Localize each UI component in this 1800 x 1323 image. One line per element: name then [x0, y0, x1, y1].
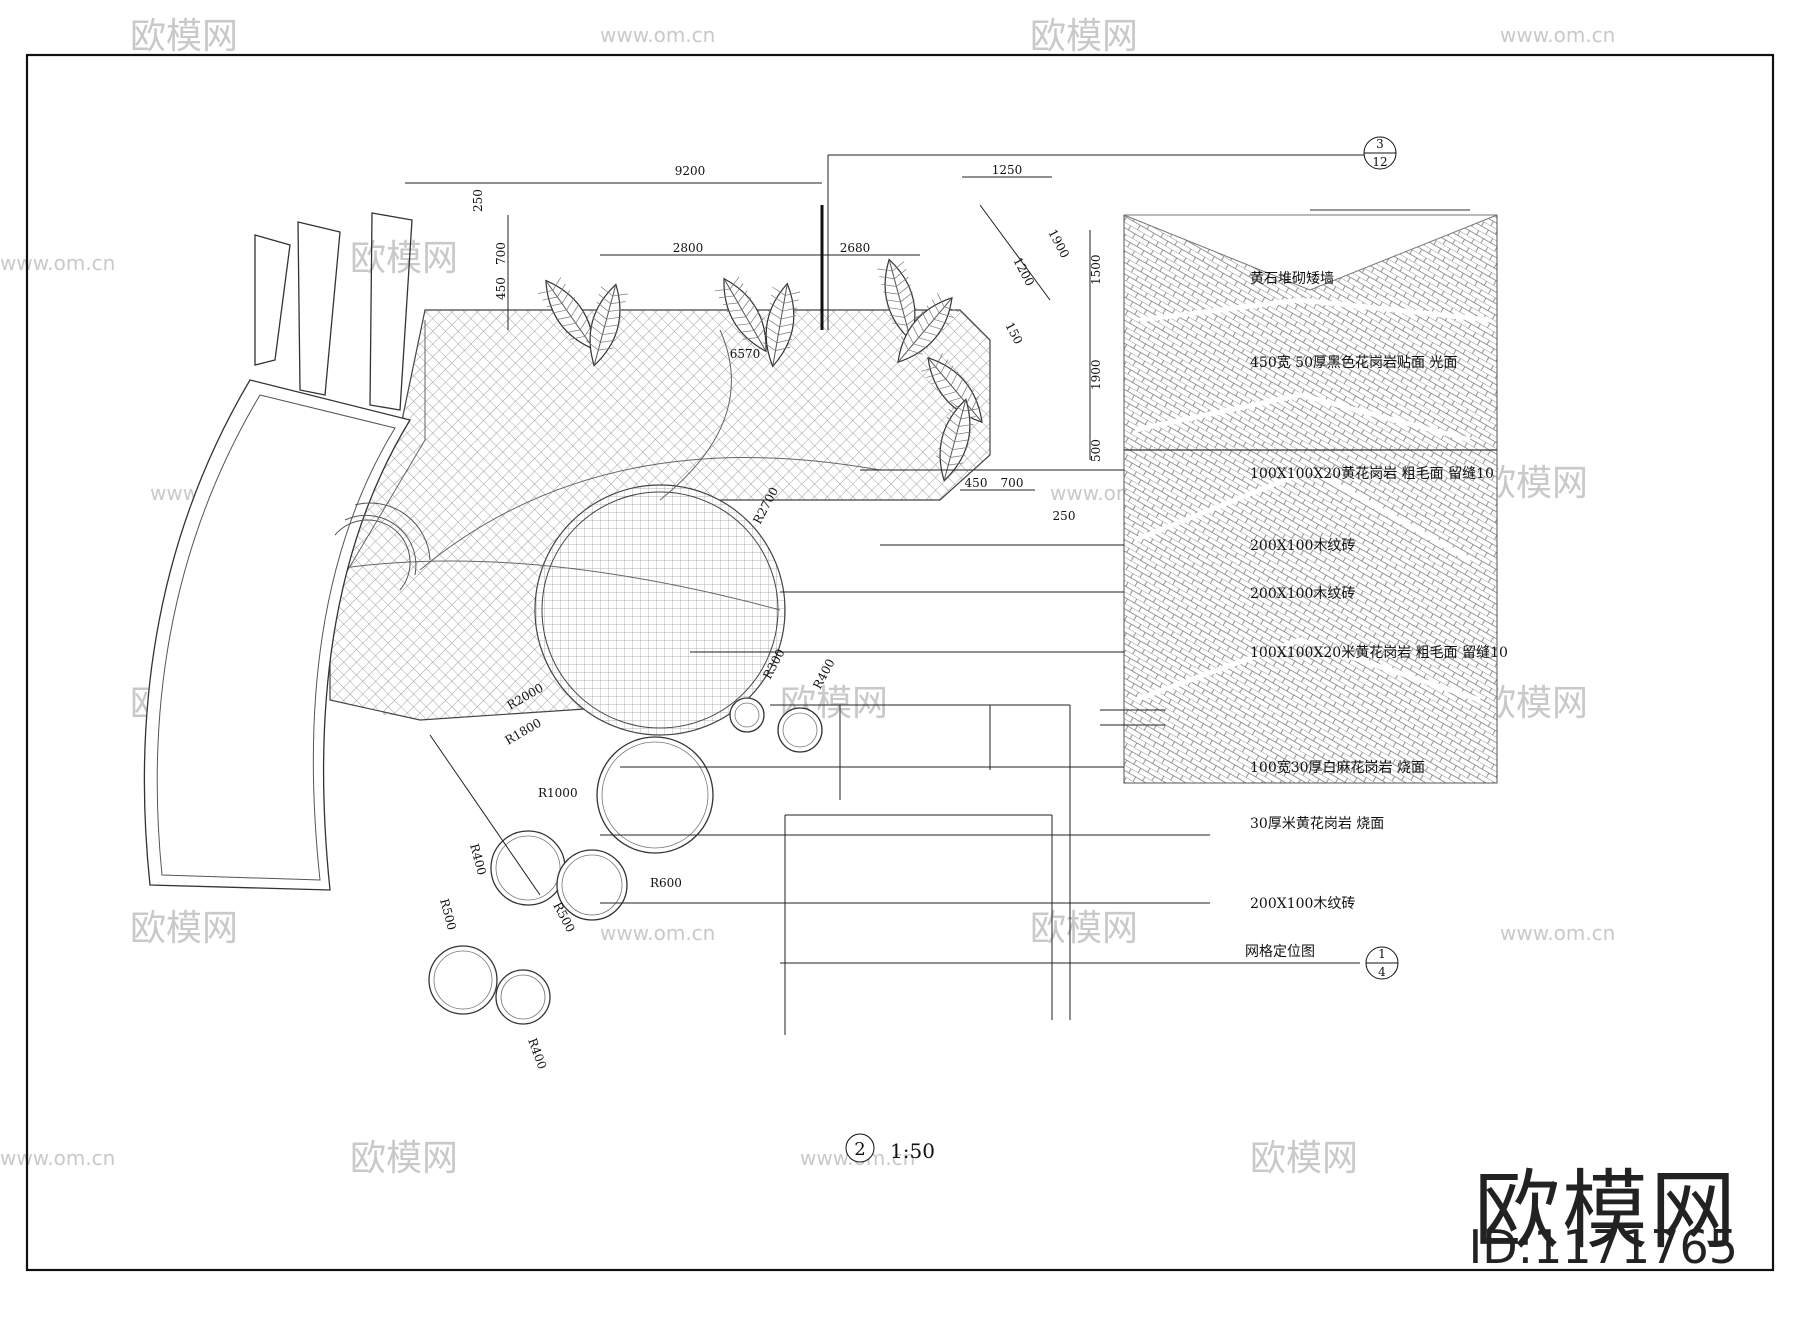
stepping-circle-inner: [601, 741, 709, 849]
dim-1250: 1250: [992, 163, 1023, 177]
watermark-url: www.om.cn: [600, 921, 715, 945]
dim-1900: 1900: [1089, 359, 1103, 390]
dim-700: 700: [1001, 476, 1024, 490]
stepping-circle-inner: [561, 854, 623, 916]
view-number: 2: [854, 1139, 865, 1160]
radius-1000: R1000: [538, 786, 578, 800]
callout-top: 3 12: [1363, 136, 1397, 170]
watermark-logo: 欧模网: [1250, 1138, 1358, 1179]
stepping-circle: [490, 830, 566, 906]
dim-1200: 1200: [1010, 255, 1037, 289]
radius-400-c: R400: [525, 1036, 549, 1071]
leaf-shape: [762, 282, 801, 368]
hatched-wall-column: [1123, 209, 1498, 784]
dim-250-top: 250: [471, 189, 485, 212]
stepping-circle: [777, 707, 823, 753]
callout-bottom: 1 4: [1365, 946, 1399, 980]
dim-450-left: 450: [494, 277, 508, 300]
callout-bottom-sheet: 4: [1378, 965, 1386, 979]
leaf-shape: [897, 293, 959, 364]
dim-6570: 6570: [730, 347, 761, 361]
watermark-logo: 欧模网: [130, 16, 238, 57]
planter-boxes: [254, 212, 413, 411]
annotation-6: 100X100X20米黄花岗岩 粗毛面 留缝10: [1250, 644, 1508, 661]
watermark-logo: 欧模网: [1030, 908, 1138, 949]
annotation-10: 网格定位图: [1245, 944, 1315, 960]
watermark-logo: 欧模网: [130, 908, 238, 949]
annotation-9: 200X100木纹砖: [1250, 896, 1355, 912]
stepping-circle-inner: [433, 950, 493, 1010]
radius-600: R600: [650, 876, 682, 890]
annotation-2: 450宽 50厚黑色花岗岩贴面 光面: [1250, 354, 1457, 371]
watermark-url: www.om.cn: [0, 1146, 115, 1170]
dimension-lines: [405, 154, 1380, 1035]
dim-700-top: 700: [494, 242, 508, 265]
stepping-circle: [495, 969, 551, 1025]
watermark-url: www.om.cn: [1500, 23, 1615, 47]
view-scale: 1:50: [890, 1139, 935, 1163]
callout-top-sheet: 12: [1372, 155, 1387, 169]
annotation-8: 30厚米黄花岗岩 烧面: [1250, 815, 1384, 832]
view-label: 2 1:50: [845, 1133, 935, 1163]
annotation-3: 100X100X20黄花岗岩 粗毛面 留缝10: [1250, 465, 1494, 482]
dim-450: 450: [965, 476, 988, 490]
stepping-circle-inner: [495, 835, 561, 901]
annotation-7: 100宽30厚白麻花岗岩 烧面: [1250, 759, 1425, 776]
stepping-circle: [428, 945, 498, 1015]
watermark-logo: 欧模网: [1480, 463, 1588, 504]
paved-plaza: [329, 309, 991, 736]
stepping-circle: [596, 736, 714, 854]
curved-bench: [143, 379, 431, 891]
radius-1800: R1800: [503, 716, 544, 748]
annotation-4: 200X100木纹砖: [1250, 538, 1355, 554]
radius-500-a: R500: [437, 897, 459, 931]
dim-1500: 1500: [1089, 254, 1103, 285]
watermark-logo: 欧模网: [1480, 683, 1588, 724]
stepping-circle-inner: [500, 974, 546, 1020]
watermark-url: www.om.cn: [600, 23, 715, 47]
leaf-ornaments: [537, 258, 983, 482]
dim-500: 500: [1089, 439, 1103, 462]
watermark-logo: 欧模网: [350, 1138, 458, 1179]
stamp-id: ID:1171765: [1468, 1220, 1738, 1274]
annotation-1: 黄石堆砌矮墙: [1250, 270, 1334, 287]
watermark-url: www.om.cn: [1500, 921, 1615, 945]
dim-2680: 2680: [840, 241, 871, 255]
watermark-url: www.om.cn: [0, 251, 115, 275]
leaf-shape: [586, 283, 628, 367]
leaf-shape: [936, 398, 978, 482]
dim-1900-diag: 1900: [1045, 227, 1072, 261]
watermark-logo: 欧模网: [350, 238, 458, 279]
dim-9200: 9200: [675, 164, 706, 178]
callout-top-number: 3: [1376, 137, 1384, 151]
dim-2800: 2800: [673, 241, 704, 255]
stepping-circle-inner: [782, 712, 818, 748]
leaf-shape: [714, 276, 768, 353]
material-annotations: 黄石堆砌矮墙 450宽 50厚黑色花岗岩贴面 光面 100X100X20黄花岗岩…: [1245, 270, 1508, 960]
dim-250: 250: [1053, 509, 1076, 523]
callout-bottom-number: 1: [1378, 947, 1386, 961]
stepping-circles: [428, 697, 823, 1025]
radius-400-b: R400: [467, 842, 489, 876]
annotation-5: 200X100木纹砖: [1250, 586, 1355, 602]
dim-150: 150: [1002, 320, 1025, 347]
drawing-frame-outer: [25, 53, 1775, 1272]
stepping-circle-inner: [734, 702, 760, 728]
stamp-logo: 欧模网: [1474, 1161, 1738, 1261]
watermark-logo: 欧模网: [1030, 16, 1138, 57]
leaf-shape: [537, 277, 595, 351]
